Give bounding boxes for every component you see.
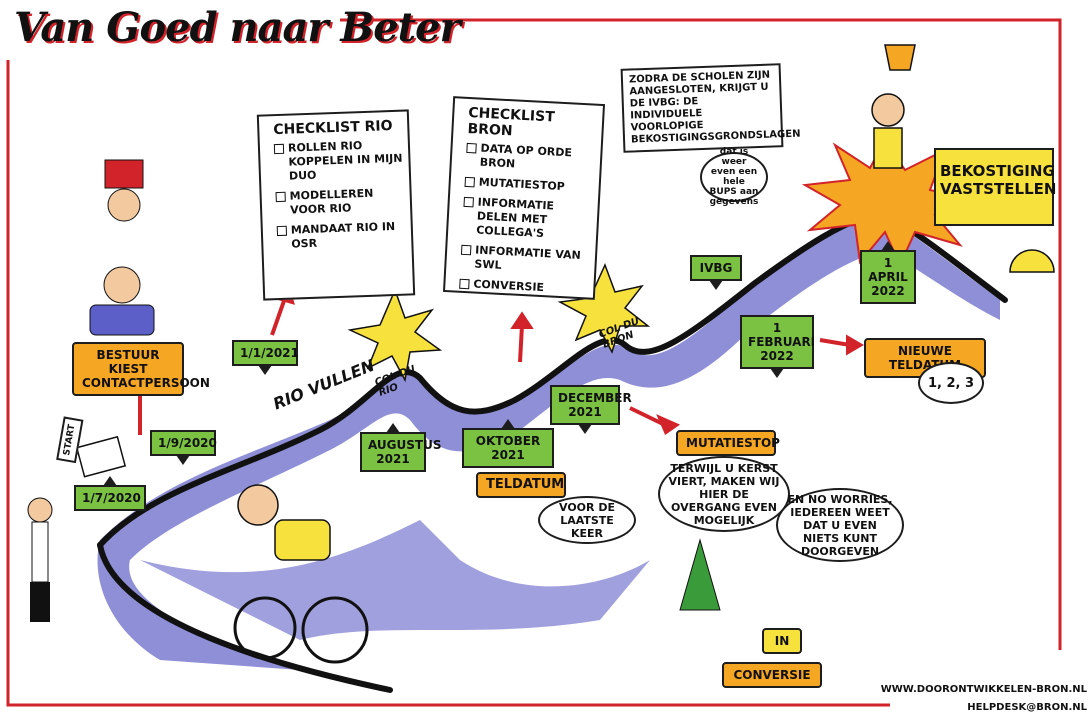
- bike-front-wheel: [233, 596, 297, 660]
- bike-rear-wheel: [301, 596, 369, 664]
- hand-cuff: [104, 159, 144, 189]
- starter-head: [27, 497, 53, 523]
- frame-top-right: [340, 18, 1062, 650]
- speech-count: 1, 2, 3: [918, 362, 984, 404]
- checklist-rio-item: ROLLEN RIO KOPPELEN IN MIJN DUO: [274, 137, 409, 184]
- footer-email[interactable]: HELPDESK@BRON.NL: [967, 702, 1087, 713]
- road-line-start: [97, 542, 393, 693]
- checklist-bron-title: CHECKLIST BRON: [467, 104, 556, 140]
- starter-legs: [30, 582, 50, 622]
- starter-body: [31, 521, 49, 583]
- cyclist-jersey: [274, 519, 331, 561]
- in-tray-label: IN: [762, 628, 802, 654]
- winner-head: [871, 93, 905, 127]
- plaque-contactpersoon: BESTUUR KIEST CONTACTPERSOON: [72, 342, 210, 396]
- page-title: Van Goed naar Beter: [14, 4, 461, 51]
- date-tag-2: 1/9/2020: [150, 430, 217, 465]
- winner-jersey: [873, 127, 903, 169]
- col-bron-star: [557, 263, 651, 354]
- bekostiging-box: BEKOSTIGING VASTSTELLEN: [934, 148, 1056, 226]
- date-tag-1: 1/7/2020: [74, 476, 146, 511]
- date-tag-4: AUGUSTUS 2021: [360, 423, 441, 472]
- speech-laatste-keer: VOOR DE LAATSTE KEER: [538, 496, 636, 544]
- date-tag-5: OKTOBER 2021: [462, 419, 554, 468]
- checklist-rio-item: MODELLEREN VOOR RIO: [275, 185, 410, 218]
- envelope-icon: [75, 435, 127, 478]
- date-tag-8: 1 FEBRUARI 2022: [740, 315, 815, 378]
- cyclist-head: [237, 484, 279, 526]
- ivbg-sign: ZODRA DE SCHOLEN ZIJN AANGESLOTEN, KRIJG…: [620, 63, 801, 153]
- christmas-tree-icon: [679, 538, 721, 611]
- pointing-hand-icon: [107, 188, 141, 222]
- checklist-bron-item: MUTATIESTOP: [464, 175, 599, 196]
- trophy-icon: [884, 44, 916, 71]
- summit-burst: [801, 138, 979, 268]
- sun-icon: [1009, 249, 1055, 273]
- plaque-conversie: CONVERSIE: [722, 662, 822, 688]
- date-tag-6: DECEMBER 2021: [550, 385, 632, 434]
- checklist-bron: CHECKLIST BRON DATA OP ORDE BRON MUTATIE…: [442, 96, 606, 300]
- contact-person-body: [89, 304, 155, 336]
- ivbg-speech-bubble: dat is weer even een hele BUPS aan gegev…: [700, 147, 768, 207]
- footer-website[interactable]: WWW.DOORONTWIKKELEN-BRON.NL: [880, 684, 1087, 695]
- plaque-teldatum: TELDATUM: [476, 472, 566, 498]
- speech-no-worries: EN NO WORRIES, IEDEREEN WEET DAT U EVEN …: [776, 488, 904, 562]
- col-rio-star: [347, 287, 443, 383]
- checklist-bron-item: INFORMATIE DELEN MET COLLEGA'S: [462, 195, 598, 244]
- plaque-mutatiestop: MUTATIESTOP: [676, 430, 780, 456]
- checklist-bron-item: DATA OP ORDE BRON: [465, 141, 600, 176]
- checklist-rio: CHECKLIST RIO ROLLEN RIO KOPPELEN IN MIJ…: [256, 109, 416, 301]
- checklist-rio-title: CHECKLIST RIO: [273, 117, 393, 139]
- checklist-rio-item: MANDAAT RIO IN OSR: [277, 219, 412, 252]
- date-tag-7: IVBG: [690, 255, 742, 290]
- frame-bottom-left: [6, 60, 890, 707]
- date-tag-3: 1/1/2021: [232, 340, 299, 375]
- speech-kerst: TERWIJL U KERST VIERT, MAKEN WIJ HIER DE…: [658, 456, 790, 532]
- checklist-bron-item: INFORMATIE VAN SWL: [460, 243, 595, 278]
- date-tag-9: 1 APRIL 2022: [860, 241, 916, 304]
- road-shadow-lower: [140, 520, 650, 640]
- contact-person-head: [103, 266, 141, 304]
